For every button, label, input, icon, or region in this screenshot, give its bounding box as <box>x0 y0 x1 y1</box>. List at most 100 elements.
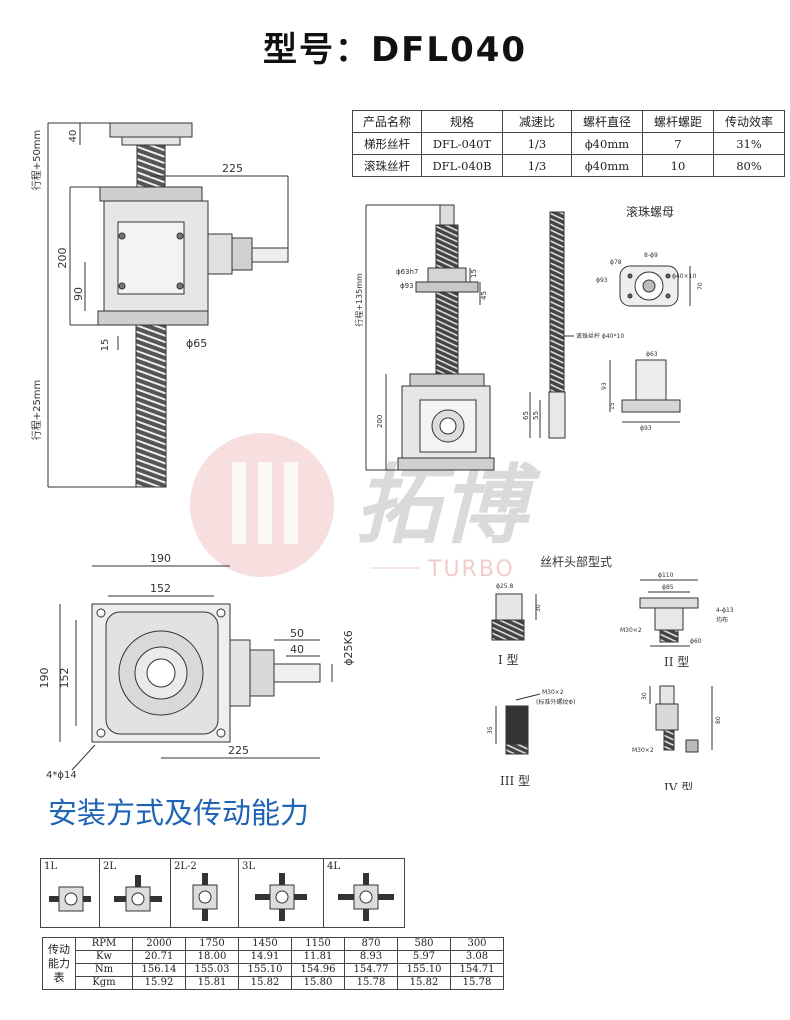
dim-stroke-ball: 行程+135mm <box>354 273 364 327</box>
perf-cell: 5.97 <box>397 950 451 964</box>
perf-row-header: 传动能力表 <box>42 937 76 990</box>
dim-152-top: 152 <box>150 582 171 595</box>
perf-unit: Nm <box>75 963 133 977</box>
head2-through: 均布 <box>716 616 728 624</box>
perf-cell: 155.10 <box>397 963 451 977</box>
dim-phi63h7: ϕ63h7 <box>396 268 418 276</box>
perf-cell: 15.82 <box>238 976 292 990</box>
dim-40-top: 40 <box>290 643 304 656</box>
perf-unit: RPM <box>75 937 133 951</box>
perf-cell: 15.78 <box>450 976 504 990</box>
dim-55-ball: 55 <box>532 411 540 420</box>
head3-m30: M30×2 <box>542 689 564 696</box>
performance-table: 传动能力表 RPM 2000 1750 1450 1150 870 580 30… <box>42 937 504 990</box>
perf-cell: 18.00 <box>185 950 239 964</box>
head2-label: II 型 <box>664 655 689 669</box>
perf-cell: 15.80 <box>291 976 345 990</box>
head2-60: ϕ60 <box>690 638 702 645</box>
perf-cell: 14.91 <box>238 950 292 964</box>
head4-h: 80 <box>715 716 722 724</box>
spec-cell: ϕ40mm <box>571 154 643 177</box>
head3-note: (标准外螺纹Φ) <box>536 698 575 706</box>
spec-cell: DFL-040B <box>421 154 503 177</box>
nut-phi93: ϕ93 <box>596 277 608 284</box>
dim-15-front: 15 <box>100 339 111 352</box>
label-ballnut: 滚珠螺母 <box>626 204 674 219</box>
watermark: 拓博 TURBO <box>190 433 541 582</box>
perf-cell: 15.92 <box>132 976 186 990</box>
top-view <box>59 565 333 771</box>
head2-m30: M30×2 <box>620 627 642 634</box>
dim-152-left: 152 <box>58 668 71 689</box>
mount-2l-2: 2L-2 <box>170 858 239 928</box>
table-row: 传动能力表 RPM 2000 1750 1450 1150 870 580 30… <box>42 937 504 990</box>
perf-cell: 154.71 <box>450 963 504 977</box>
perf-unit: Kw <box>75 950 133 964</box>
head2-110: ϕ110 <box>658 572 674 579</box>
watermark-circle <box>190 433 334 577</box>
watermark-brand-en: TURBO <box>427 557 515 582</box>
perf-cell: 300 <box>450 937 504 951</box>
head1-label: I 型 <box>498 653 519 667</box>
dim-225-front: 225 <box>222 162 243 175</box>
dim-stroke-top: 行程+50mm <box>30 130 43 191</box>
mount-label: 1L <box>44 861 58 872</box>
dim-15-ball: 15 <box>470 269 478 278</box>
dim-stroke-bottom: 行程+25mm <box>30 380 43 441</box>
dim-40-front: 40 <box>68 130 79 143</box>
head2-holes: 4-ϕ13 <box>716 607 734 614</box>
dim-225-top: 225 <box>228 744 249 757</box>
mount-4l-icon <box>338 873 394 921</box>
perf-cell: 154.77 <box>344 963 398 977</box>
label-ballscrew: 滚珠丝杆 ϕ40*10 <box>576 332 624 340</box>
nut-8phi9: 8-ϕ9 <box>644 252 658 259</box>
perf-cell: 11.81 <box>291 950 345 964</box>
dim-holes: 4*ϕ14 <box>46 770 77 781</box>
head2-85: ϕ85 <box>662 584 674 591</box>
ballscrew-view <box>365 204 691 471</box>
perf-cell: 15.78 <box>344 976 398 990</box>
dim-phi65-front: ϕ65 <box>186 337 207 350</box>
head-type-1 <box>491 593 537 641</box>
spec-cell: 1/3 <box>502 154 572 177</box>
head4-30: 30 <box>641 692 648 700</box>
spec-header-cell: 传动效率 <box>713 110 785 133</box>
spec-cell: 80% <box>713 154 785 177</box>
mount-label: 4L <box>327 861 341 872</box>
nut2-phi93: ϕ93 <box>640 425 652 432</box>
perf-unit: Kgm <box>75 976 133 990</box>
perf-cell: 2000 <box>132 937 186 951</box>
dim-45-ball: 45 <box>480 291 488 300</box>
table-row: Kgm 15.92 15.81 15.82 15.80 15.78 15.82 … <box>43 976 504 990</box>
perf-cell: 156.14 <box>132 963 186 977</box>
mount-2l: 2L <box>99 858 171 928</box>
table-row: Kw 20.71 18.00 14.91 11.81 8.93 5.97 3.0… <box>43 950 504 964</box>
front-view <box>47 122 289 488</box>
head-type-3 <box>495 693 541 755</box>
dim-phi93-ball: ϕ93 <box>400 282 414 290</box>
spec-cell: 梯形丝杆 <box>352 132 422 155</box>
dim-200-ball: 200 <box>376 415 384 428</box>
nut-phi78: ϕ78 <box>610 259 622 266</box>
head1-phi: ϕ25.8 <box>496 583 514 590</box>
watermark-brand-cn: 拓博 <box>355 456 541 556</box>
head4-m30: M30×2 <box>632 747 654 754</box>
dim-90-front: 90 <box>72 287 85 301</box>
dim-190-left: 190 <box>38 668 51 689</box>
mount-3l-icon <box>255 873 307 921</box>
nut2-phi63: ϕ63 <box>646 351 658 358</box>
head1-h: 30 <box>535 604 542 612</box>
mount-label: 2L <box>103 861 117 872</box>
nut2-93: 93 <box>601 382 608 390</box>
perf-cell: 580 <box>397 937 451 951</box>
dim-65-ball: 65 <box>522 411 530 420</box>
perf-cell: 3.08 <box>450 950 504 964</box>
perf-cell: 1450 <box>238 937 292 951</box>
perf-cell: 20.71 <box>132 950 186 964</box>
head4-label: IV 型 <box>664 781 693 790</box>
perf-cell: 8.93 <box>344 950 398 964</box>
perf-cell: 155.03 <box>185 963 239 977</box>
head3-label: III 型 <box>500 774 530 788</box>
technical-drawing: 拓博 TURBO 行程+50mm 40 22 <box>30 122 734 790</box>
head-type-2 <box>639 579 699 647</box>
